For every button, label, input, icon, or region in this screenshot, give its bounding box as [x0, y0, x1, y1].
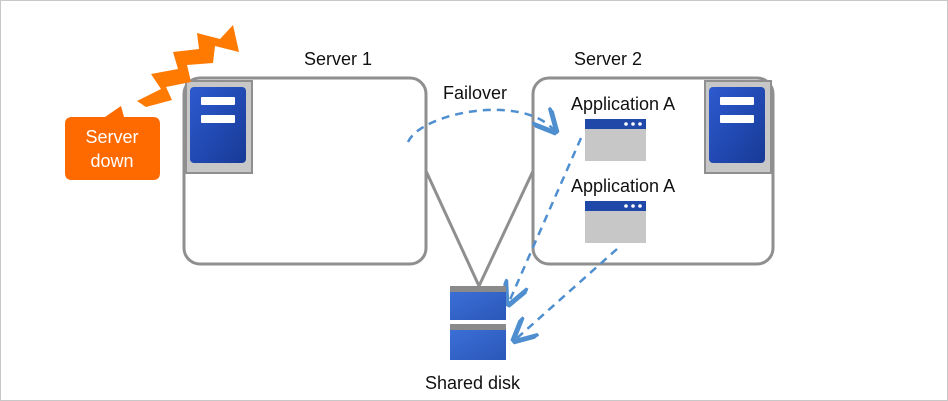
server1-label: Server 1	[304, 49, 372, 69]
server-down-callout: Server down	[65, 106, 160, 180]
failover-arrow	[406, 110, 554, 143]
shared-disk-icon	[450, 286, 506, 360]
server-down-line1: Server	[85, 127, 138, 147]
application-window-icon	[585, 119, 646, 161]
application-window-icon	[585, 201, 646, 243]
server2-label: Server 2	[574, 49, 642, 69]
server2-disk-line	[477, 170, 535, 287]
server1-disk-line	[424, 170, 481, 287]
app-to-disk-arrow-top	[509, 137, 583, 302]
failover-label: Failover	[443, 83, 507, 103]
server-icon	[185, 80, 253, 174]
lightning-icon	[137, 25, 239, 107]
application-label-top: Application A	[571, 94, 675, 114]
server-icon	[704, 80, 772, 174]
server-down-line2: down	[90, 151, 133, 171]
app-to-disk-arrow-bottom	[516, 248, 618, 339]
shared-disk-label: Shared disk	[425, 373, 521, 393]
application-label-bottom: Application A	[571, 176, 675, 196]
